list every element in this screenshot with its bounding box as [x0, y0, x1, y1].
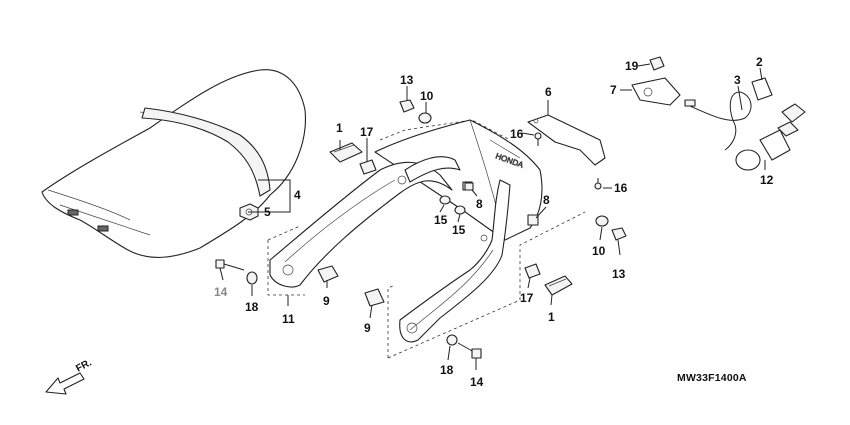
callout-14-bolt-bottom: 14 [470, 375, 484, 389]
callout-13-bolt-bottom: 13 [612, 267, 626, 281]
lock-cylinder-part-12 [735, 103, 806, 171]
callout-labels: 1 17 13 10 6 16 16 19 7 3 2 12 4 5 15 15… [214, 55, 774, 389]
callout-18-washer-bottom: 18 [440, 363, 454, 377]
callout-8-nut-b: 8 [543, 193, 550, 207]
callout-14-bolt-left: 14 [214, 285, 228, 299]
callout-4-seat: 4 [294, 188, 301, 202]
washer-part-18b [446, 334, 458, 346]
washer-part-18a [246, 271, 258, 285]
latch-part-7 [631, 77, 696, 107]
diagram-code: MW33F1400A [677, 372, 747, 384]
callout-12-lock-cylinder: 12 [760, 173, 774, 187]
leader-lines [219, 63, 766, 370]
nut-part-8a [464, 182, 474, 191]
seat-illustration [41, 69, 306, 258]
cable-part-3 [689, 91, 752, 151]
pad-part-1b [544, 275, 573, 296]
bolt-part-13b [611, 227, 627, 241]
screw-part-16b [594, 178, 602, 190]
callout-8-nut-a: 8 [476, 197, 483, 211]
callout-3-cable: 3 [734, 73, 741, 87]
callout-7-latch: 7 [610, 83, 617, 97]
rear-cowl-illustration: HONDA [269, 119, 543, 343]
callout-5-nut: 5 [264, 205, 271, 219]
pad-part-1a [329, 142, 363, 163]
callout-15-washer-b: 15 [452, 223, 466, 237]
washer-part-15b [454, 205, 466, 215]
grommet-part-17a [359, 159, 377, 175]
callout-11-frame: 11 [282, 312, 295, 326]
callout-18-washer-left: 18 [245, 300, 259, 314]
callout-9-collar-b: 9 [364, 321, 371, 335]
front-direction-indicator: FR. [45, 357, 94, 395]
callout-10-collar-bottom: 10 [592, 244, 606, 258]
callout-6-bracket: 6 [545, 85, 552, 99]
callout-10-collar-top: 10 [420, 89, 434, 103]
bolt-part-19 [649, 56, 665, 71]
callout-19-bolt: 19 [625, 59, 639, 73]
callout-2-clip: 2 [756, 55, 763, 69]
collar-part-10a [418, 112, 432, 124]
washer-part-15a [439, 195, 451, 205]
callout-13-bolt-top: 13 [400, 73, 414, 87]
callout-1-pad-top: 1 [336, 121, 343, 135]
bracket-part-6 [527, 114, 606, 166]
clip-part-2 [751, 77, 773, 101]
callout-17-grommet-bottom: 17 [520, 291, 534, 305]
grommet-part-17b [524, 263, 541, 279]
callout-15-washer-a: 15 [434, 213, 448, 227]
frame-assembly-box [267, 119, 586, 359]
callout-16-screw-upper: 16 [510, 127, 524, 141]
bolt-part-14b [457, 342, 482, 359]
screw-part-16a [534, 132, 542, 146]
collar-part-9b [364, 288, 385, 307]
callout-16-screw-lower: 16 [614, 181, 628, 195]
callout-17-grommet-top: 17 [360, 125, 374, 139]
callout-1-pad-bottom: 1 [548, 310, 555, 324]
collar-part-9a [317, 265, 339, 283]
callout-9-collar-a: 9 [323, 294, 330, 308]
front-arrow-icon [45, 372, 85, 395]
bolt-part-13a [399, 99, 415, 113]
collar-part-10b [595, 215, 609, 227]
front-direction-label: FR. [74, 357, 94, 374]
